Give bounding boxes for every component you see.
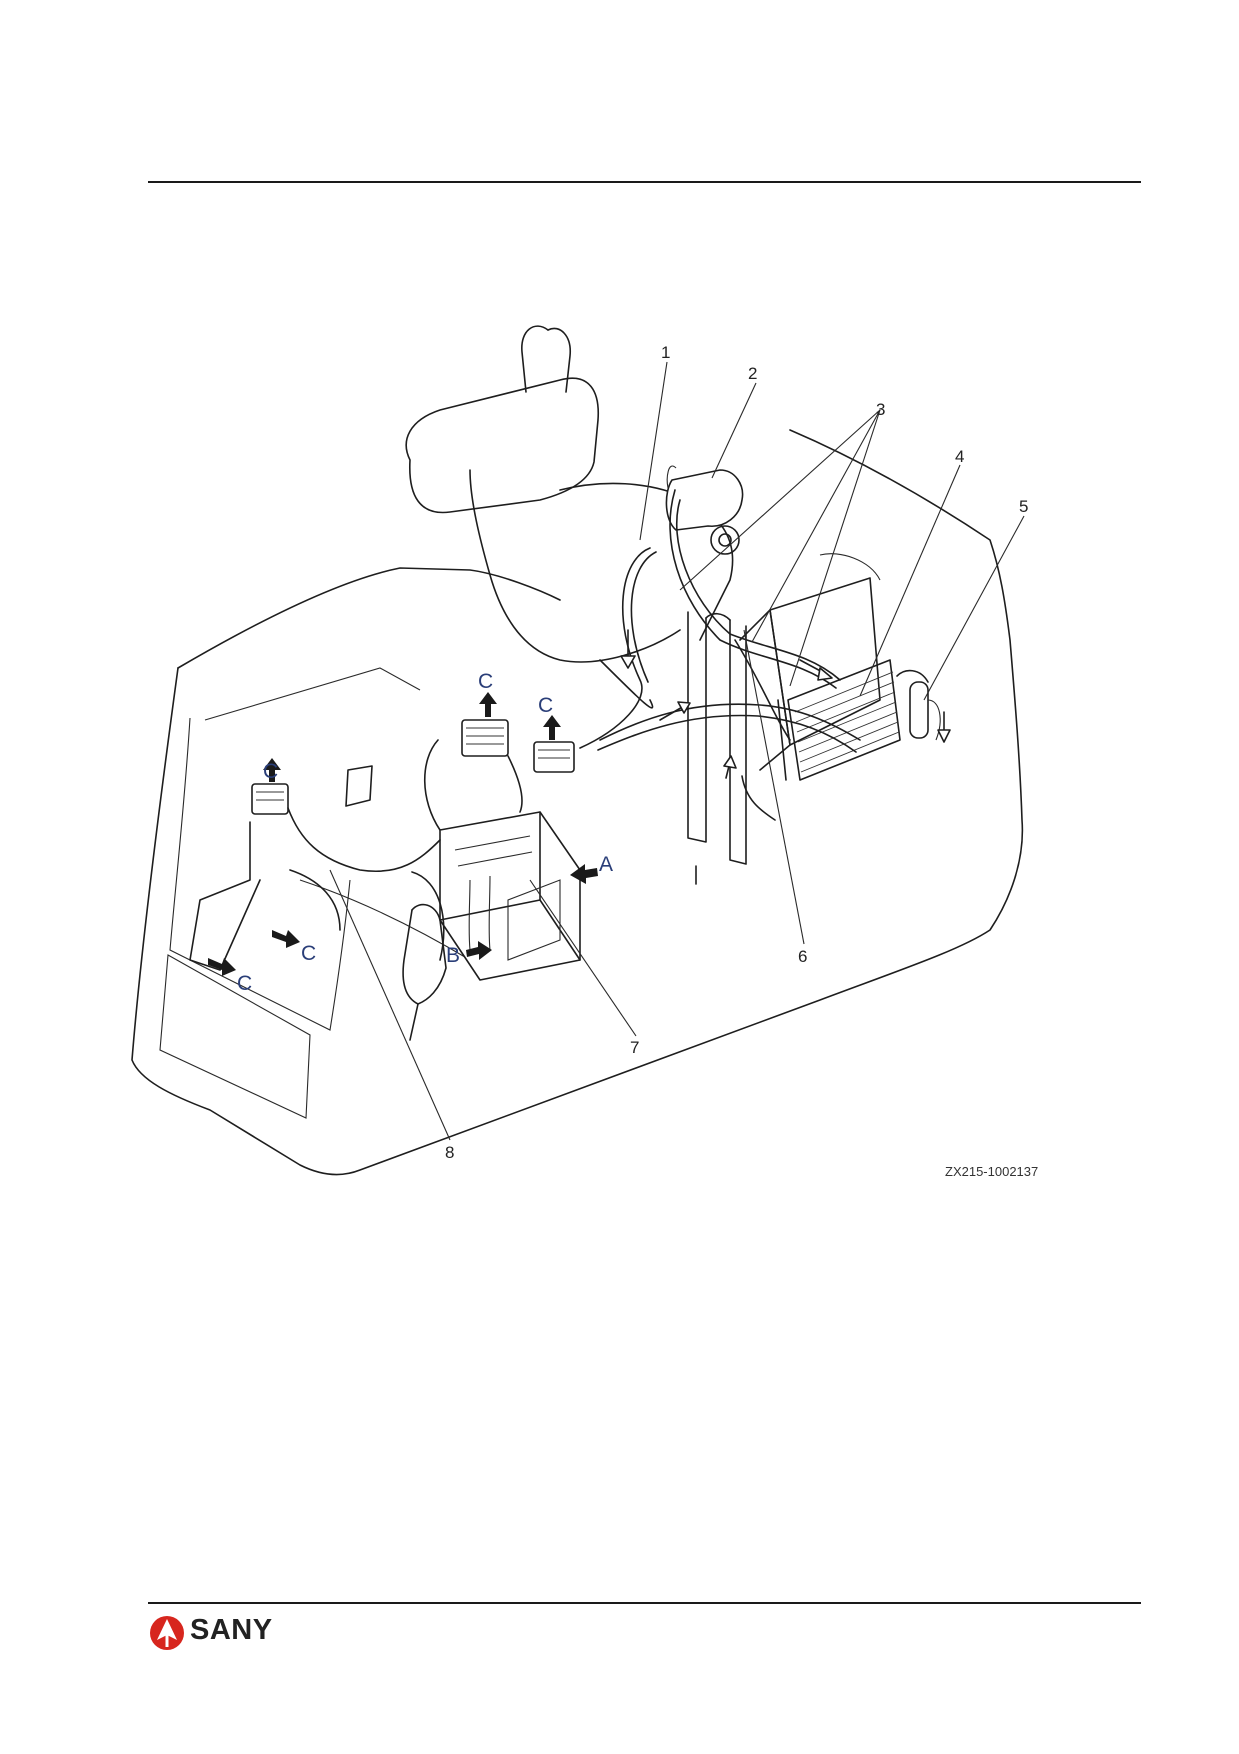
flow-label-c-2: C [538,694,553,717]
callout-8: 8 [445,1143,454,1162]
air-conditioner-unit [439,811,581,981]
flow-label-b: B [446,944,460,967]
refrigerant-hoses [579,489,861,821]
callout-5: 5 [1019,497,1028,516]
brand-name: SANY [190,1614,273,1646]
frame-posts [687,611,747,865]
receiver-tank [896,669,941,741]
callout-2: 2 [748,364,757,383]
flow-label-c-3: C [263,760,278,783]
callout-7: 7 [630,1038,639,1057]
footer-rule [148,1602,1141,1604]
callout-1: 1 [661,343,670,362]
callout-3: 3 [876,400,885,419]
callout-6: 6 [798,947,807,966]
flow-arrows-outline [620,629,951,885]
header-rule [148,181,1141,183]
flow-label-c-1: C [478,670,493,693]
flow-label-c-4: C [301,942,316,965]
flow-label-a: A [599,853,613,876]
air-ducts [189,719,575,971]
sany-logo-icon [150,1616,184,1650]
radiator [739,553,881,771]
callout-4: 4 [955,447,964,466]
flow-arrows-bold [208,692,598,976]
condenser [777,659,901,781]
compressor [665,465,744,555]
callout-leaders [329,361,1025,1141]
figure-code: ZX215-1002137 [945,1164,1038,1179]
flow-label-c-5: C [237,972,252,995]
operator-hand [402,903,447,1041]
